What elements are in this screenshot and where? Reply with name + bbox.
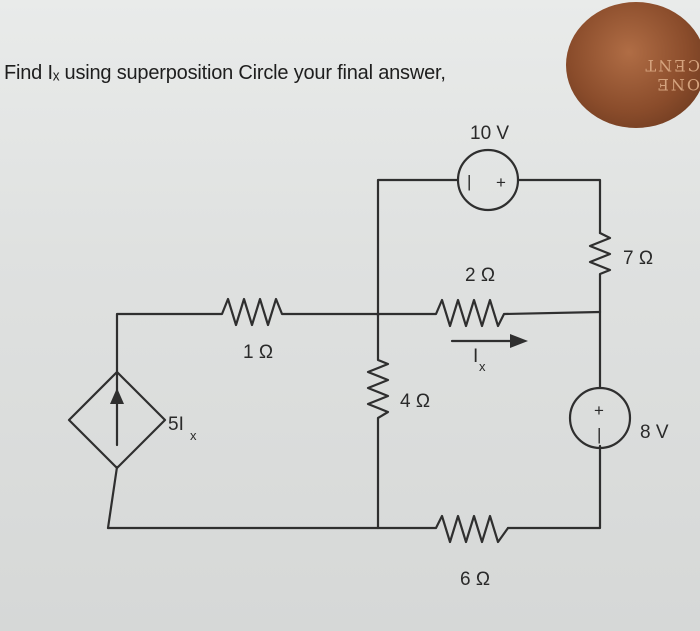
resistor-2ohm-label: 2 Ω xyxy=(465,265,495,286)
resistor-4ohm-label: 4 Ω xyxy=(400,391,430,412)
current-arrow-head xyxy=(510,334,528,348)
source-10v-minus: | xyxy=(467,172,471,191)
source-8v-minus: | xyxy=(597,425,601,444)
wire-top-left xyxy=(376,178,460,318)
resistor-1ohm-label: 1 Ω xyxy=(243,342,273,363)
resistor-7ohm xyxy=(588,231,612,314)
source-10v-plus: + xyxy=(496,173,506,192)
source-8v-circle xyxy=(568,386,632,450)
dep-source-label-main: 5I xyxy=(168,414,184,435)
source-10v-circle xyxy=(456,148,520,212)
dependent-source-diamond xyxy=(67,370,167,470)
resistor-1ohm xyxy=(115,297,380,397)
question-text: Find Iₓ using superposition Circle your … xyxy=(4,62,446,84)
wire-right-bottom xyxy=(506,444,602,530)
resistor-4ohm xyxy=(366,312,390,530)
coin-image xyxy=(566,2,700,128)
source-10v-label: 10 V xyxy=(470,123,509,144)
wire-dep-bottom xyxy=(106,465,119,530)
dep-source-arrow-head xyxy=(110,388,124,404)
source-8v-plus: + xyxy=(594,401,604,420)
current-label-main: I xyxy=(473,346,478,367)
dep-source-label-sub: x xyxy=(190,428,197,443)
wire-top-right xyxy=(516,178,602,235)
resistor-2ohm xyxy=(376,298,602,328)
source-8v-label: 8 V xyxy=(640,422,669,443)
current-label-sub: x xyxy=(479,359,486,374)
resistor-7ohm-label: 7 Ω xyxy=(623,248,653,269)
resistor-6ohm-label: 6 Ω xyxy=(460,569,490,590)
resistor-6ohm xyxy=(106,514,510,544)
